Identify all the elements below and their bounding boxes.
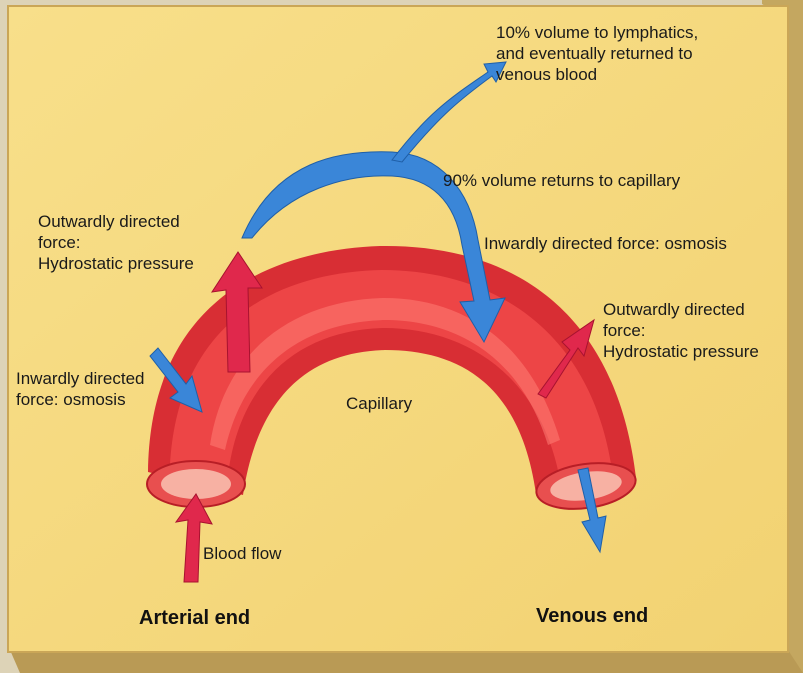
lymphatics-label-line-1: 10% volume to lymphatics, bbox=[496, 22, 698, 43]
arterial-end-label: Arterial end bbox=[139, 607, 250, 630]
lymphatics-label: 10% volume to lymphatics, and eventually… bbox=[496, 22, 698, 85]
venous-end-label: Venous end bbox=[536, 605, 648, 628]
returns-to-capillary-label: 90% volume returns to capillary bbox=[443, 170, 680, 191]
panel-bottom-face bbox=[10, 650, 803, 673]
inward-osmosis-label-right: Inwardly directed force: osmosis bbox=[484, 233, 727, 254]
outward-left-line-2: force: bbox=[38, 232, 194, 253]
capillary-label: Capillary bbox=[346, 393, 412, 414]
outward-right-line-1: Outwardly directed bbox=[603, 299, 759, 320]
lymphatics-label-line-2: and eventually returned to bbox=[496, 43, 698, 64]
inward-osmosis-label-left: Inwardly directed force: osmosis bbox=[16, 368, 145, 410]
outward-right-line-2: force: bbox=[603, 320, 759, 341]
outward-left-line-1: Outwardly directed bbox=[38, 211, 194, 232]
lymphatics-label-line-3: venous blood bbox=[496, 64, 698, 85]
blood-flow-label: Blood flow bbox=[203, 543, 281, 564]
inward-left-line-2: force: osmosis bbox=[16, 389, 145, 410]
outward-hydrostatic-label-left: Outwardly directed force: Hydrostatic pr… bbox=[38, 211, 194, 274]
inward-left-line-1: Inwardly directed bbox=[16, 368, 145, 389]
outward-hydrostatic-label-right: Outwardly directed force: Hydrostatic pr… bbox=[603, 299, 759, 362]
outward-right-line-3: Hydrostatic pressure bbox=[603, 341, 759, 362]
outward-left-line-3: Hydrostatic pressure bbox=[38, 253, 194, 274]
